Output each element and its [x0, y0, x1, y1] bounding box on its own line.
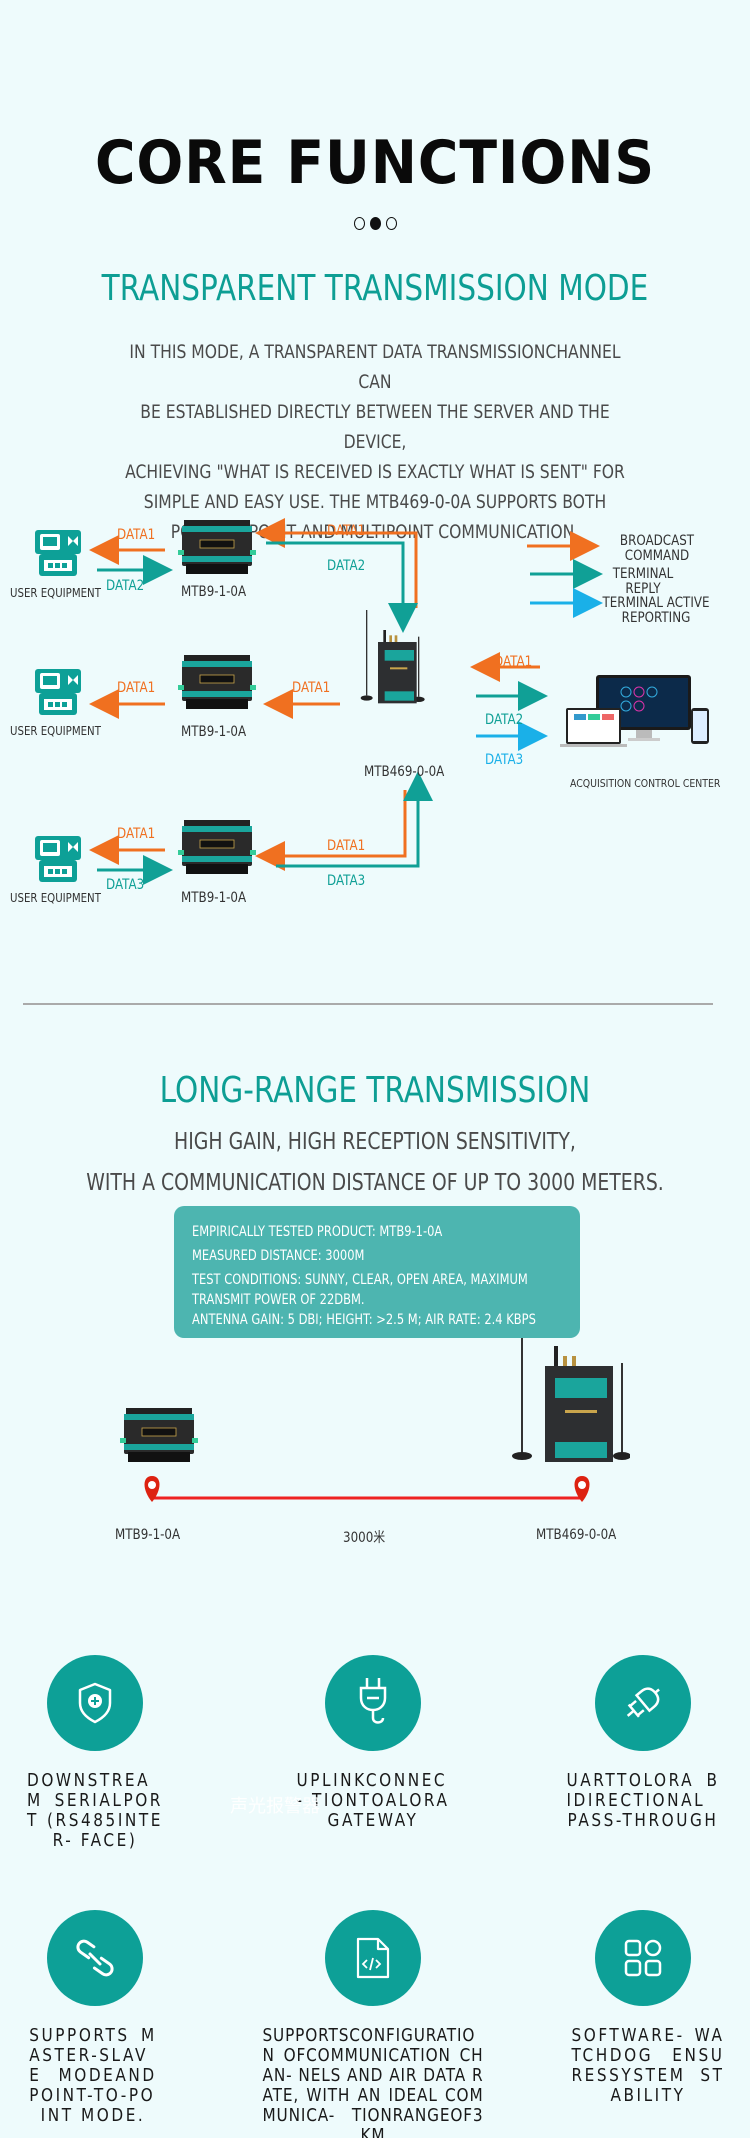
- info-antenna: ANTENNA GAIN: 5 DBI; HEIGHT: >2.5 M; AIR…: [192, 1312, 536, 1328]
- feature-watchdog: SOFTWARE- WATCHDOG ENSURESSYSTEM STABILI…: [548, 1910, 738, 2106]
- arrow-data2-node-to-gateway: [266, 541, 418, 633]
- transmission-diagram: [89, 518, 603, 885]
- legend-terminal-reply: TERMINAL REPLY: [588, 567, 699, 597]
- data-label: DATA1: [494, 654, 533, 670]
- pager-dot-active[interactable]: [369, 217, 381, 230]
- data-label: DATA1: [117, 680, 156, 696]
- data-label: DATA1: [117, 527, 156, 543]
- node-label: MTB9-1-0A: [181, 890, 247, 906]
- user-equipment-icon: [35, 530, 81, 576]
- feature-downstream-serialport: DOWNSTREAM SERIALPORT (RS485INTER- FACE): [0, 1655, 190, 1851]
- data-label: DATA2: [106, 578, 145, 594]
- legend-broadcast-command: BROADCAST COMMAND: [602, 534, 713, 564]
- feature-uplink-connection: UPLINKCONNEC- TIONTOALORA GATEWAY: [278, 1655, 468, 1831]
- data-label: DATA1: [117, 826, 156, 842]
- paragraph-line: BE ESTABLISHED DIRECTLY BETWEEN THE SERV…: [140, 401, 610, 453]
- data-label: DATA3: [327, 873, 366, 889]
- map-pin-icon: [574, 1476, 590, 1502]
- control-center-label: ACQUISITION CONTROL CENTER: [570, 777, 721, 790]
- info-conditions: TEST CONDITIONS: SUNNY, CLEAR, OPEN AREA…: [192, 1272, 528, 1288]
- carousel-pager[interactable]: [342, 217, 408, 231]
- watermark-text: 声光报警器: [230, 1796, 320, 1817]
- node-label: MTB9-1-0A: [181, 724, 247, 740]
- info-product: EMPIRICALLY TESTED PRODUCT: MTB9-1-0A: [192, 1224, 443, 1240]
- paragraph-line: SIMPLE AND EASY USE. THE MTB469-0-0A SUP…: [143, 491, 607, 513]
- user-equipment-label: USER EQUIPMENT: [10, 586, 101, 600]
- user-equipment-icon: [35, 836, 81, 882]
- legend-text: REPLY: [625, 581, 661, 597]
- shield-plus-icon: [78, 1682, 112, 1724]
- test-info-box: EMPIRICALLY TESTED PRODUCT: MTB9-1-0A ME…: [174, 1206, 580, 1338]
- long-range-title: LONG-RANGE TRANSMISSION: [159, 1070, 591, 1111]
- pager-dot[interactable]: [385, 217, 397, 230]
- feature-icon-circle: [47, 1910, 143, 2006]
- feature-uart-to-lora: UARTTOLORA BIDIRECTIONAL PASS-THROUGH: [548, 1655, 738, 1831]
- data-label: DATA1: [327, 523, 366, 539]
- user-equipment-label: USER EQUIPMENT: [10, 891, 101, 905]
- feature-text: UPLINKCONNEC- TIONTOALORA GATEWAY: [296, 1770, 450, 1831]
- long-range-subtitle-1: HIGH GAIN, HIGH RECEPTION SENSITIVITY,: [174, 1129, 576, 1155]
- feature-text: SOFTWARE- WATCHDOG ENSURESSYSTEM STABILI…: [571, 2025, 725, 2106]
- gateway-device-image: [360, 610, 425, 704]
- arrow-data3-node-to-gateway: [276, 771, 433, 868]
- info-distance: MEASURED DISTANCE: 3000M: [192, 1248, 365, 1264]
- data-label: DATA3: [485, 752, 524, 768]
- arrow-data1-gateway-to-node: [255, 518, 418, 608]
- control-center-image: [560, 675, 709, 747]
- section-divider: [23, 1003, 713, 1005]
- pager-dot[interactable]: [353, 217, 365, 230]
- legend-text: REPORTING: [621, 610, 691, 626]
- gateway-label: MTB469-0-0A: [364, 764, 445, 780]
- right-device-label: MTB469-0-0A: [536, 1527, 617, 1543]
- info-conditions: TRANSMIT POWER OF 22DBM.: [192, 1292, 365, 1308]
- feature-master-slave: SUPPORTS MASTER-SLAVE MODEAND POINT-TO-P…: [0, 1910, 190, 2126]
- legend-text: TERMINAL ACTIVE: [602, 595, 710, 611]
- legend-text: BROADCAST: [619, 533, 695, 549]
- link-icon: [76, 1939, 114, 1977]
- feature-text: SUPPORTSCONFIGURATION OFCOMMUNICATION CH…: [262, 2025, 484, 2138]
- long-range-subtitle-2: WITH A COMMUNICATION DISTANCE OF UP TO 3…: [86, 1170, 664, 1196]
- distance-label: 3000米: [343, 1530, 386, 1546]
- feature-icon-circle: [47, 1655, 143, 1751]
- arrow-data1-gateway-to-node: [255, 790, 407, 871]
- transparent-mode-title: TRANSPARENT TRANSMISSION MODE: [101, 268, 649, 309]
- paragraph-line: IN THIS MODE, A TRANSPARENT DATA TRANSMI…: [129, 341, 621, 393]
- feature-icon-circle: [595, 1910, 691, 2006]
- plug-icon: [359, 1678, 387, 1724]
- data-label: DATA1: [292, 680, 331, 696]
- mtb9-node-device-image: [178, 520, 256, 574]
- mtb9-node-device-image: [178, 820, 256, 874]
- data-label: DATA3: [106, 877, 145, 893]
- data-label: DATA2: [485, 712, 524, 728]
- data-label: DATA1: [327, 838, 366, 854]
- feature-configuration: SUPPORTSCONFIGURATION OFCOMMUNICATION CH…: [263, 1910, 483, 2138]
- feature-icon-circle: [325, 1655, 421, 1751]
- feature-text: SUPPORTS MASTER-SLAVE MODEAND POINT-TO-P…: [29, 2025, 157, 2126]
- data-label: DATA2: [327, 558, 366, 574]
- paragraph-line: ACHIEVING "WHAT IS RECEIVED IS EXACTLY W…: [125, 461, 625, 483]
- user-equipment-label: USER EQUIPMENT: [10, 724, 101, 738]
- feature-icon-circle: [325, 1910, 421, 2006]
- connector-icon: [626, 1687, 660, 1718]
- gateway-device-image: [512, 1338, 630, 1462]
- page-title: CORE FUNCTIONS: [94, 128, 656, 198]
- feature-text: DOWNSTREAM SERIALPORT (RS485INTER- FACE): [27, 1770, 163, 1851]
- node-label: MTB9-1-0A: [181, 584, 247, 600]
- distance-line: [144, 1476, 590, 1502]
- feature-icon-circle: [595, 1655, 691, 1751]
- user-equipment-icon: [35, 669, 81, 715]
- legend-text: TERMINAL: [612, 566, 674, 582]
- left-device-label: MTB9-1-0A: [115, 1527, 181, 1543]
- map-pin-icon: [144, 1476, 160, 1502]
- legend-text: COMMAND: [624, 548, 690, 564]
- legend-terminal-active-reporting: TERMINAL ACTIVE REPORTING: [600, 596, 712, 626]
- code-file-icon: [356, 1937, 390, 1979]
- apps-grid-icon: [624, 1939, 662, 1977]
- feature-text: UARTTOLORA BIDIRECTIONAL PASS-THROUGH: [566, 1770, 720, 1831]
- mtb9-node-device-image: [120, 1408, 198, 1462]
- mtb9-node-device-image: [178, 655, 256, 709]
